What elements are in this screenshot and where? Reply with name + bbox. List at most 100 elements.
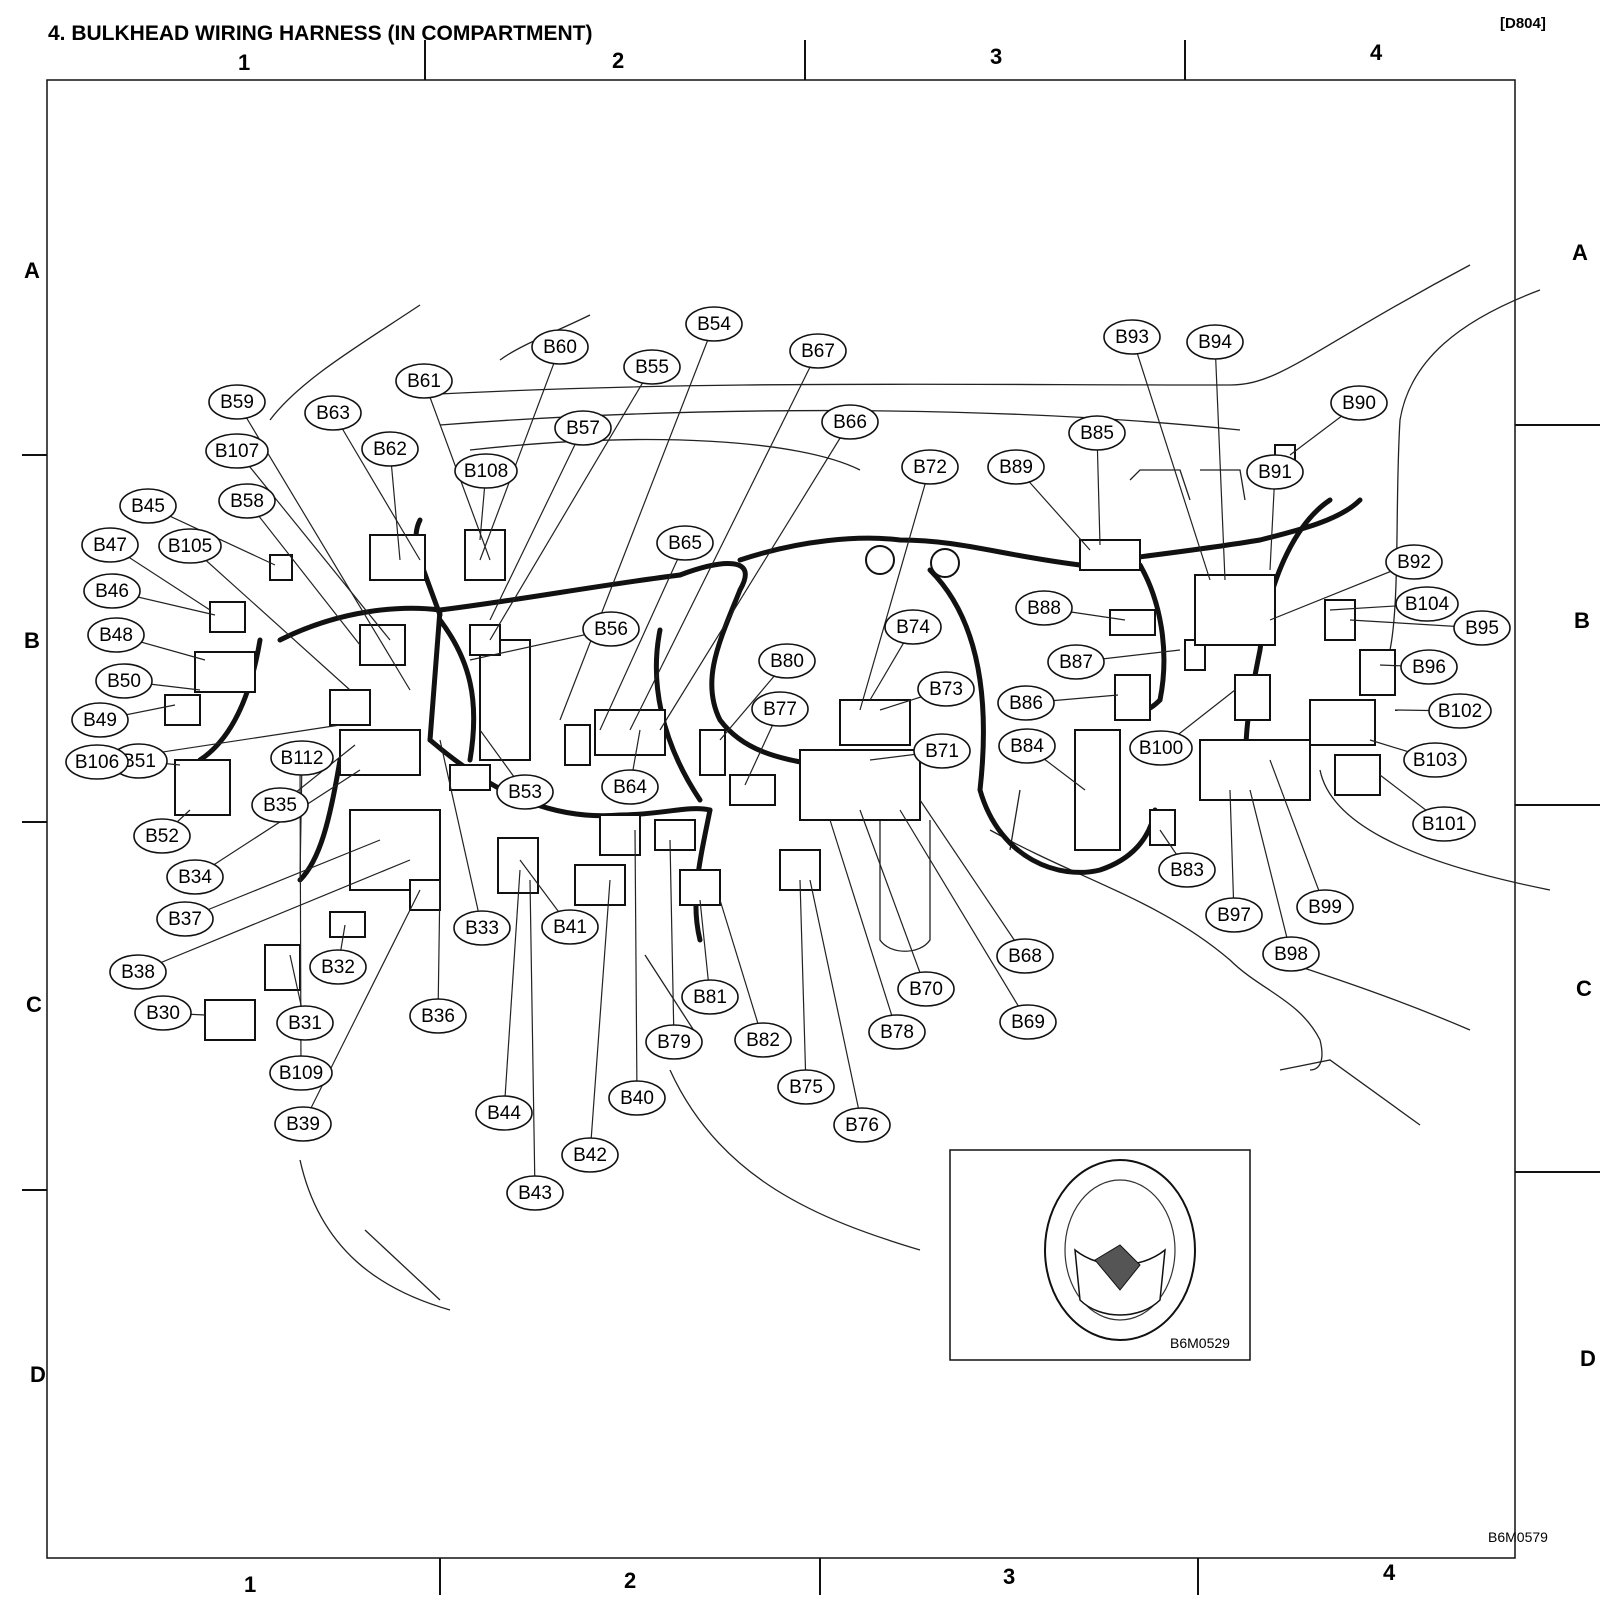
grid-col-3-bottom: 3 <box>1003 1564 1015 1589</box>
callout-label-b50: B50 <box>107 671 141 692</box>
callout-bubble-b64 <box>601 769 659 805</box>
callout-bubble-b36 <box>409 998 467 1034</box>
callout-b95: B95 <box>1453 610 1511 646</box>
callout-b68: B68 <box>996 938 1054 974</box>
callout-label-b108: B108 <box>464 461 508 482</box>
callout-b108: B108 <box>454 453 518 489</box>
callout-b69: B69 <box>999 1004 1057 1040</box>
callout-label-b36: B36 <box>421 1006 455 1027</box>
callout-label-b31: B31 <box>288 1013 322 1034</box>
callout-b43: B43 <box>506 1175 564 1211</box>
diagram-frame <box>46 79 1516 1559</box>
callout-label-b59: B59 <box>220 392 254 413</box>
callout-label-b91: B91 <box>1258 462 1292 483</box>
grid-col-1-bottom: 1 <box>244 1572 256 1597</box>
leader-b55 <box>489 366 653 641</box>
leader-b78 <box>829 819 898 1033</box>
callout-label-b78: B78 <box>880 1022 914 1043</box>
callout-bubble-b49 <box>71 702 129 738</box>
callout-b32: B32 <box>309 949 367 985</box>
diagram-title: 4. BULKHEAD WIRING HARNESS (IN COMPARTME… <box>48 22 592 45</box>
callout-b91: B91 <box>1246 454 1304 490</box>
leader-b69 <box>899 809 1029 1023</box>
callout-label-b99: B99 <box>1308 897 1342 918</box>
callout-b62: B62 <box>361 431 419 467</box>
callout-bubble-b67 <box>789 333 847 369</box>
callout-b35: B35 <box>251 787 309 823</box>
leader-b42 <box>589 879 611 1156</box>
callout-label-b81: B81 <box>693 987 727 1008</box>
callout-b46: B46 <box>83 573 141 609</box>
callout-label-b46: B46 <box>95 581 129 602</box>
callout-b42: B42 <box>561 1137 619 1173</box>
callout-bubble-b59 <box>208 384 266 420</box>
callout-b60: B60 <box>531 329 589 365</box>
callout-label-b41: B41 <box>553 917 587 938</box>
callout-label-b38: B38 <box>121 962 155 983</box>
callout-b53: B53 <box>496 774 554 810</box>
callout-bubble-b53 <box>496 774 554 810</box>
callout-b76: B76 <box>833 1107 891 1143</box>
leader-b44 <box>503 869 521 1114</box>
callout-b105: B105 <box>158 528 222 564</box>
callout-label-b69: B69 <box>1011 1012 1045 1033</box>
callout-b101: B101 <box>1412 806 1476 842</box>
callout-label-b72: B72 <box>913 457 947 478</box>
callout-label-b68: B68 <box>1008 946 1042 967</box>
callout-b30: B30 <box>134 995 192 1031</box>
callout-bubble-b35 <box>251 787 309 823</box>
callout-label-b90: B90 <box>1342 393 1376 414</box>
callout-b92: B92 <box>1385 544 1443 580</box>
callout-bubble-b83 <box>1158 852 1216 888</box>
callout-b74: B74 <box>884 609 942 645</box>
callout-bubble-b73 <box>917 671 975 707</box>
callout-bubble-b38 <box>109 954 167 990</box>
callout-bubble-b37 <box>156 901 214 937</box>
leader-b34 <box>194 769 361 878</box>
callout-label-b49: B49 <box>83 710 117 731</box>
leader-b94 <box>1214 341 1226 581</box>
leader-b66 <box>659 421 851 731</box>
callout-b33: B33 <box>453 910 511 946</box>
callout-bubble-b68 <box>996 938 1054 974</box>
callout-b67: B67 <box>789 333 847 369</box>
callout-b52: B52 <box>133 818 191 854</box>
leader-b65 <box>599 542 686 731</box>
grid-ticks <box>22 40 1600 1595</box>
callout-bubble-b81 <box>681 979 739 1015</box>
callout-b109: B109 <box>269 1055 333 1091</box>
inset-code: B6M0529 <box>1170 1335 1230 1351</box>
callout-label-b101: B101 <box>1422 814 1466 835</box>
leader-b33 <box>439 739 483 929</box>
callout-label-b44: B44 <box>487 1103 521 1124</box>
callout-bubble-b93 <box>1103 319 1161 355</box>
callout-label-b52: B52 <box>145 826 179 847</box>
callout-label-b76: B76 <box>845 1115 879 1136</box>
callout-bubble-b98 <box>1262 936 1320 972</box>
callout-b103: B103 <box>1403 742 1467 778</box>
callout-b96: B96 <box>1400 649 1458 685</box>
callout-bubble-b71 <box>913 733 971 769</box>
callout-bubble-b33 <box>453 910 511 946</box>
leader-b62 <box>389 448 401 561</box>
leader-b38 <box>137 859 411 973</box>
leader-b98 <box>1249 789 1292 955</box>
callout-bubble-b57 <box>554 410 612 446</box>
grid-col-4-top: 4 <box>1370 40 1383 65</box>
callout-b106: B106 <box>65 744 129 780</box>
callout-b78: B78 <box>868 1014 926 1050</box>
callout-label-b60: B60 <box>543 337 577 358</box>
leader-b99 <box>1269 759 1326 908</box>
callout-label-b107: B107 <box>215 441 259 462</box>
callout-bubble-b34 <box>166 859 224 895</box>
callout-label-b54: B54 <box>697 314 731 335</box>
callout-bubble-b63 <box>304 395 362 431</box>
callout-label-b48: B48 <box>99 625 133 646</box>
grid-row-b-right: B <box>1574 608 1590 633</box>
callout-label-b37: B37 <box>168 909 202 930</box>
callout-label-b43: B43 <box>518 1183 552 1204</box>
steering-wheel-rim <box>1044 1159 1196 1341</box>
callout-label-b65: B65 <box>668 533 702 554</box>
leader-b36 <box>437 879 441 1017</box>
callout-bubble-b82 <box>734 1022 792 1058</box>
